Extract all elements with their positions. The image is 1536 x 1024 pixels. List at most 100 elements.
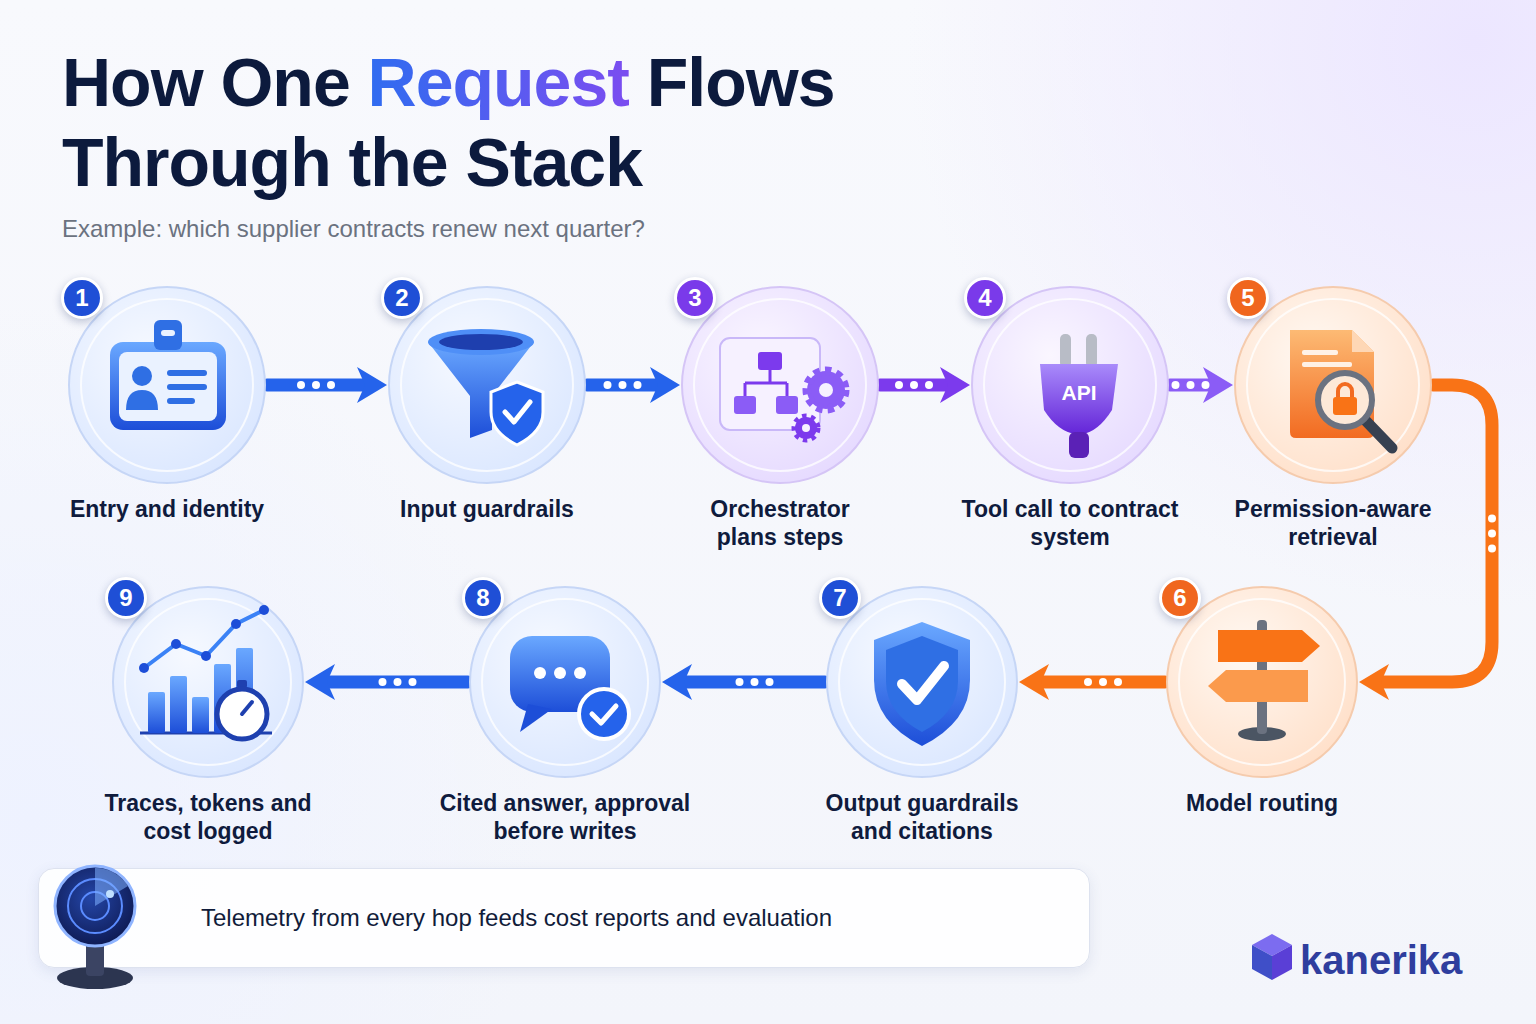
flow-arrow — [305, 664, 468, 700]
title-word: Through — [62, 124, 331, 200]
check-badge — [579, 689, 629, 739]
highlight-word: Request — [368, 44, 629, 120]
clip-hole — [161, 330, 175, 336]
circle-outline — [1233, 285, 1433, 485]
circle-highlight — [482, 599, 648, 765]
arrow-dot — [1202, 381, 1210, 389]
circle-highlight — [839, 599, 1005, 765]
arrow-head — [305, 664, 335, 700]
radar-base — [57, 967, 133, 989]
arrow-shaft — [1041, 676, 1165, 689]
arrow-dot — [1187, 381, 1195, 389]
magnifier-lens — [1318, 373, 1372, 427]
bubble-tail — [520, 704, 552, 732]
funnel-body — [428, 342, 534, 438]
arrow-shaft — [587, 379, 658, 392]
title-word: One — [220, 44, 349, 120]
circle-fill — [827, 587, 1017, 777]
arrow-dot — [634, 381, 642, 389]
arrow-head — [1359, 664, 1389, 700]
callout-number: 8 — [462, 577, 504, 619]
chart-bar — [192, 697, 209, 733]
step-label: Traces, tokens and cost logged — [97, 789, 319, 845]
circle-fill — [69, 287, 265, 483]
arrow-dot — [1488, 545, 1496, 553]
title-word: the — [349, 124, 448, 200]
trend-line — [144, 610, 264, 668]
arrow-shaft — [267, 379, 365, 392]
arrow-dot — [394, 678, 402, 686]
doc-line — [1302, 362, 1352, 367]
chart-bar — [148, 692, 165, 733]
arrow-dot — [910, 381, 918, 389]
step-circle: 9Traces, tokens and cost logged — [111, 585, 305, 779]
check-mark — [592, 706, 616, 723]
signpost-icon — [1208, 620, 1320, 741]
doc-line — [1302, 350, 1338, 355]
title-word: How — [62, 44, 203, 120]
arrow-dot — [1172, 381, 1180, 389]
sign-right — [1218, 630, 1320, 662]
stopwatch-hand — [242, 702, 252, 714]
circle-highlight — [1247, 299, 1419, 471]
shield-outer — [874, 622, 970, 746]
bubble-dot — [534, 667, 546, 679]
radar-icon — [55, 866, 135, 989]
card-face — [119, 352, 217, 421]
arrow-shaft — [880, 379, 948, 392]
callout-number: 5 — [1227, 277, 1269, 319]
step-label: Input guardrails — [357, 495, 617, 523]
circle-outline — [67, 285, 267, 485]
document-fold — [1352, 330, 1374, 352]
arrow-head — [940, 367, 970, 403]
circle-highlight — [1179, 599, 1345, 765]
circle-fill — [1235, 287, 1431, 483]
flow-arrow — [267, 367, 387, 403]
plug-body — [1040, 364, 1118, 434]
arrow-dot — [409, 678, 417, 686]
chat-icon — [510, 636, 629, 739]
callout-number: 4 — [964, 277, 1006, 319]
stopwatch-crown — [237, 680, 247, 688]
card-clip — [154, 320, 182, 350]
trend-dot — [171, 639, 181, 649]
cube-right — [1272, 945, 1292, 980]
lock-shackle — [1338, 384, 1352, 398]
circle-fill — [470, 587, 660, 777]
callout-number: 7 — [819, 577, 861, 619]
lock-body — [1333, 397, 1357, 415]
arrow-head — [650, 367, 680, 403]
arrow-dot — [925, 381, 933, 389]
logo-text: kanerika — [1300, 936, 1520, 984]
arrow-dot — [619, 381, 627, 389]
plug-prong — [1060, 334, 1071, 368]
step-circle: 2Input guardrails — [387, 285, 587, 485]
circle-highlight — [401, 299, 573, 471]
trend-dot — [231, 619, 241, 629]
radar-ring — [68, 879, 122, 933]
flow-box — [734, 396, 756, 414]
document — [1290, 330, 1374, 438]
person-head — [132, 366, 152, 386]
plug-prong — [1086, 334, 1097, 368]
magnifier-handle — [1366, 421, 1392, 448]
arrow-dot — [895, 381, 903, 389]
title-word: Flows — [647, 44, 835, 120]
callout-number: 2 — [381, 277, 423, 319]
step-label: Output guardrails and citations — [806, 789, 1038, 845]
circle-outline — [825, 585, 1019, 779]
arrow-shaft — [684, 676, 825, 689]
sign-left — [1208, 670, 1308, 702]
arrow-dot — [736, 678, 744, 686]
post — [1257, 620, 1267, 734]
id-card-icon — [110, 320, 226, 430]
chart-bar — [214, 664, 231, 733]
plug-icon — [1040, 334, 1118, 458]
flow-arrow — [880, 367, 970, 403]
chart-bar — [170, 676, 187, 733]
bubble-dot — [554, 667, 566, 679]
step-circle: 6Model routing — [1165, 585, 1359, 779]
step-circle: 1Entry and identity — [67, 285, 267, 485]
diagram-title: How One Request Flows Through the Stack — [62, 42, 962, 202]
